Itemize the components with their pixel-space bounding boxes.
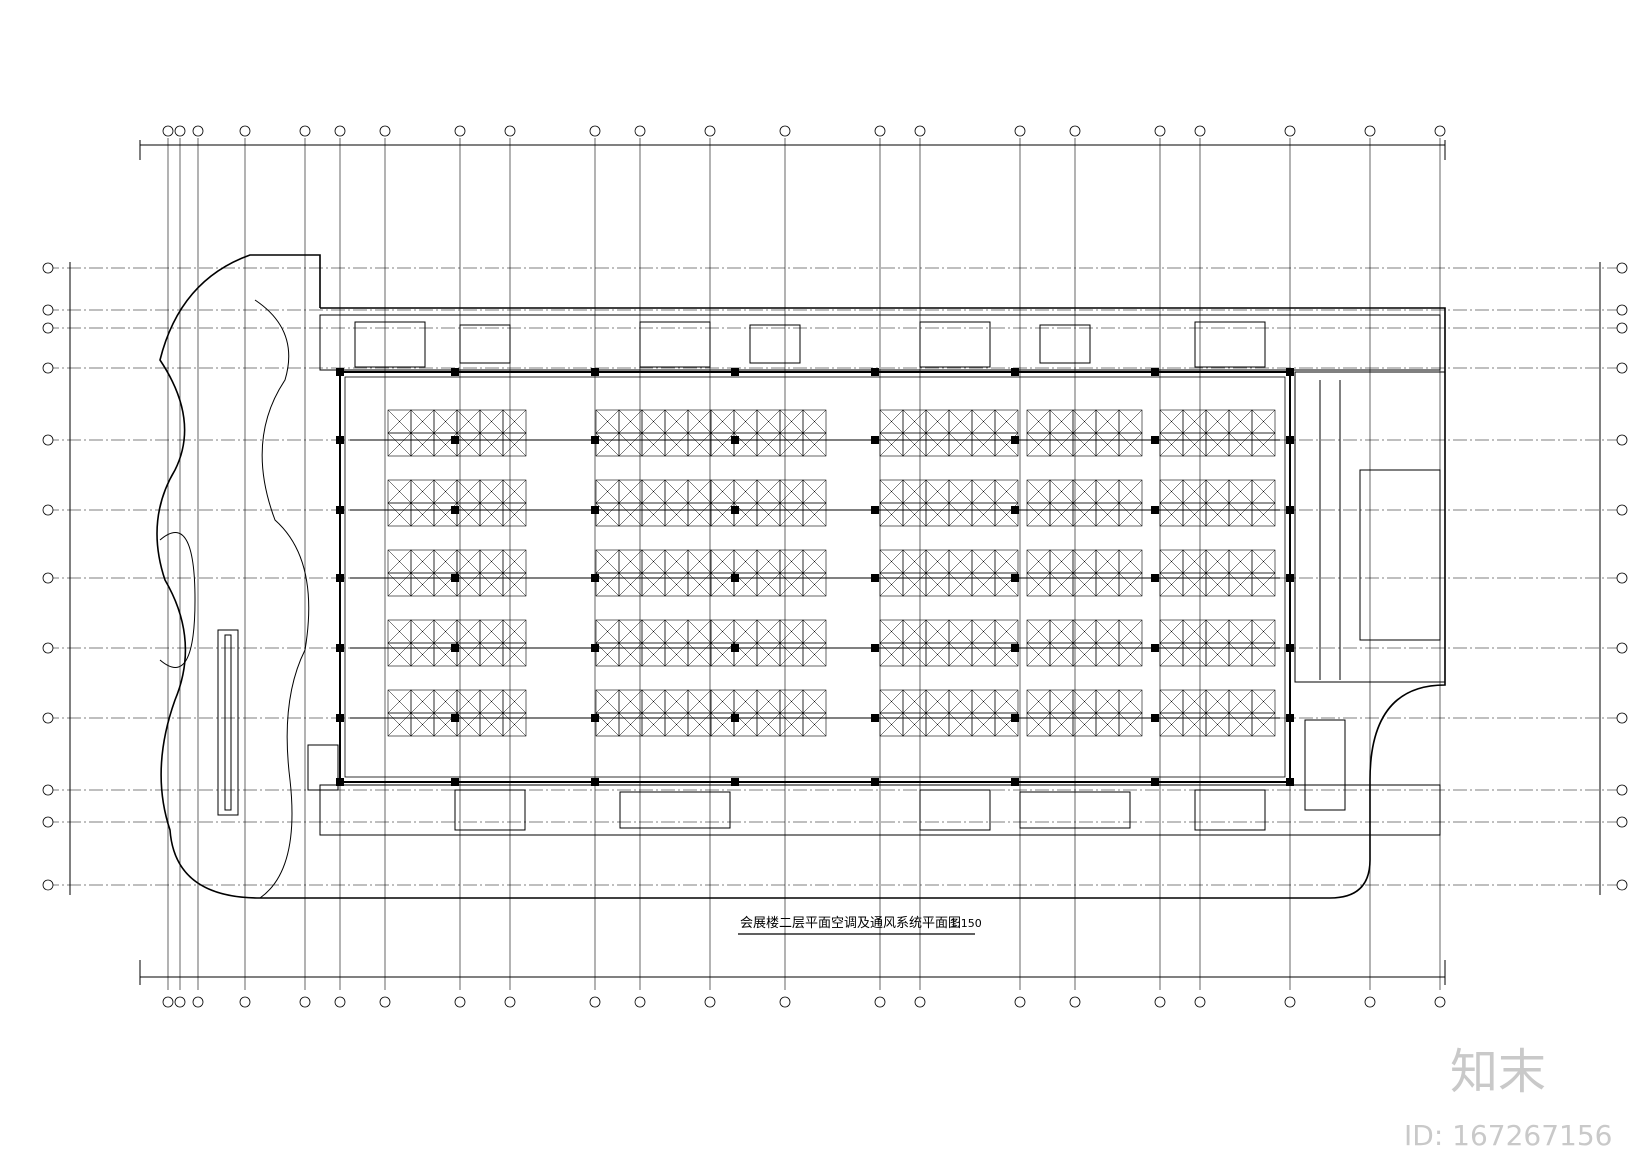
grid-bubble-icon — [1616, 504, 1628, 516]
grid-bubble-icon — [589, 125, 601, 137]
grid-bubble-icon — [779, 996, 791, 1008]
grid-bubble-icon — [504, 996, 516, 1008]
grid-bubble-icon — [299, 996, 311, 1008]
grid-bubble-icon — [1154, 996, 1166, 1008]
grid-bubble-icon — [1616, 712, 1628, 724]
grid-bubble-icon — [334, 125, 346, 137]
grid-bubble-icon — [42, 304, 54, 316]
grid-bubble-icon — [454, 996, 466, 1008]
building-outline — [156, 254, 1446, 899]
grid-bubble-icon — [42, 434, 54, 446]
grid-bubble-icon — [162, 125, 174, 137]
watermark: 知末 ID: 167267156 — [1404, 1044, 1612, 1152]
grid-bubble-icon — [162, 996, 174, 1008]
exhibition-hall — [339, 371, 1291, 783]
grid-bubble-icon — [1616, 784, 1628, 796]
grid-bubble-icon — [1284, 125, 1296, 137]
grid-bubble-icon — [174, 125, 186, 137]
grid-bubble-icon — [914, 996, 926, 1008]
grid-bubble-icon — [914, 125, 926, 137]
grid-bubble-icon — [299, 125, 311, 137]
grid-bubble-icon — [1616, 322, 1628, 334]
grid-bubble-icon — [1434, 125, 1446, 137]
grid-bubble-icon — [1434, 996, 1446, 1008]
grid-bubble-icon — [42, 572, 54, 584]
grid-bubble-icon — [379, 996, 391, 1008]
grid-bubble-icon — [634, 125, 646, 137]
grid-bubble-icon — [1616, 816, 1628, 828]
grid-bubble-icon — [874, 996, 886, 1008]
drawing-title-block: 会展楼二层平面空调及通风系统平面图 1:150 — [738, 916, 982, 935]
grid-bubble-icon — [704, 996, 716, 1008]
grid-bubble-icon — [1154, 125, 1166, 137]
grid-bubble-icon — [1364, 125, 1376, 137]
grid-bubble-icon — [239, 996, 251, 1008]
vertical-grid-axes — [162, 125, 1446, 1008]
supply-ducts — [350, 439, 1280, 719]
watermark-brand: 知末 — [1450, 1044, 1546, 1100]
grid-bubble-icon — [589, 996, 601, 1008]
grid-bubble-icon — [174, 996, 186, 1008]
grid-bubble-icon — [1616, 879, 1628, 891]
watermark-id: ID: 167267156 — [1404, 1119, 1612, 1152]
left-escalator — [159, 532, 339, 816]
grid-bubble-icon — [634, 996, 646, 1008]
drawing-title: 会展楼二层平面空调及通风系统平面图 — [740, 916, 961, 931]
grid-bubble-icon — [42, 879, 54, 891]
grid-bubble-icon — [42, 262, 54, 274]
grid-bubble-icon — [1364, 996, 1376, 1008]
grid-bubble-icon — [1616, 642, 1628, 654]
grid-bubble-icon — [704, 125, 716, 137]
grid-bubble-icon — [42, 642, 54, 654]
grid-bubble-icon — [42, 712, 54, 724]
grid-bubble-icon — [1069, 996, 1081, 1008]
grid-bubble-icon — [454, 125, 466, 137]
grid-bubble-icon — [42, 322, 54, 334]
bottom-service-rooms — [319, 784, 1441, 836]
grid-bubble-icon — [779, 125, 791, 137]
grid-bubble-icon — [1616, 304, 1628, 316]
top-service-rooms — [319, 314, 1441, 371]
grid-bubble-icon — [1194, 125, 1206, 137]
right-equipment-area — [1294, 371, 1446, 811]
grid-bubble-icon — [1014, 125, 1026, 137]
grid-bubble-icon — [42, 362, 54, 374]
grid-bubble-icon — [1284, 996, 1296, 1008]
grid-bubble-icon — [1616, 362, 1628, 374]
grid-bubble-icon — [42, 816, 54, 828]
grid-bubble-icon — [1616, 262, 1628, 274]
grid-bubble-icon — [1616, 434, 1628, 446]
grid-bubble-icon — [1194, 996, 1206, 1008]
grid-bubble-icon — [42, 504, 54, 516]
grid-bubble-icon — [192, 996, 204, 1008]
grid-bubble-icon — [1014, 996, 1026, 1008]
grid-bubble-icon — [504, 125, 516, 137]
grid-bubble-icon — [239, 125, 251, 137]
grid-bubble-icon — [874, 125, 886, 137]
drawing-scale: 1:150 — [950, 917, 982, 930]
air-diffuser-grid — [387, 409, 1276, 737]
grid-bubble-icon — [379, 125, 391, 137]
grid-bubble-icon — [1616, 572, 1628, 584]
horizontal-grid-axes — [42, 262, 1628, 891]
grid-bubble-icon — [334, 996, 346, 1008]
dimension-lines — [69, 140, 1601, 985]
grid-bubble-icon — [1069, 125, 1081, 137]
grid-bubble-icon — [192, 125, 204, 137]
grid-bubble-icon — [42, 784, 54, 796]
